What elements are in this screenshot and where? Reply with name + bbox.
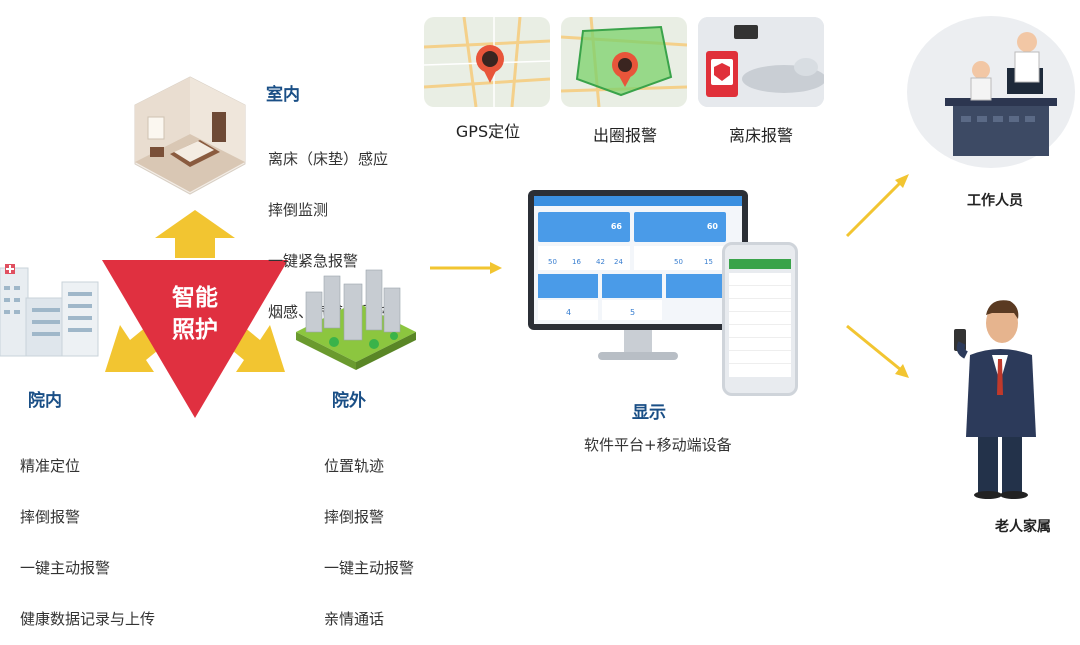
- outdoor-title: 院外: [332, 391, 366, 411]
- arrow-to-display: [430, 262, 502, 274]
- dashboard-stat: 4: [566, 308, 572, 317]
- bed-exit-image: [698, 17, 824, 107]
- dashboard-screen: 66 60 50 16 42 24 50 15 4 5: [534, 196, 742, 324]
- indoor-item: 一键紧急报警: [268, 252, 359, 270]
- geofence-map-image: [561, 17, 687, 107]
- outdoor-item: 位置轨迹: [324, 457, 385, 475]
- center-diagram: [102, 210, 288, 418]
- arrow-to-staff: [845, 174, 909, 238]
- indoor-title: 室内: [266, 85, 300, 105]
- outdoor-item: 一键主动报警: [324, 559, 415, 577]
- hospital-item: 精准定位: [20, 457, 81, 475]
- hospital-item: 健康数据记录与上传: [20, 610, 156, 628]
- dashboard-stat: 16: [572, 258, 581, 266]
- hospital-building-image: [0, 264, 99, 357]
- gps-map-image: [424, 17, 550, 107]
- outdoor-item: 摔倒报警: [324, 508, 385, 526]
- arrow-to-family: [846, 324, 909, 378]
- family-member-image: [954, 300, 1036, 499]
- hospital-title: 院内: [28, 391, 62, 411]
- dashboard-monitor: 66 60 50 16 42 24 50 15 4 5: [528, 190, 748, 368]
- indoor-item: 离床（床垫）感应: [268, 150, 389, 168]
- feature-gps-label: GPS定位: [455, 122, 521, 141]
- feature-bed-exit-label: 离床报警: [728, 126, 793, 145]
- dashboard-stat: 50: [674, 258, 683, 266]
- staff-image: [907, 16, 1075, 168]
- indoor-room-image: [134, 76, 246, 195]
- center-title-line1: 智能: [172, 285, 218, 311]
- arrow-up: [155, 210, 235, 258]
- outdoor-list: 位置轨迹 摔倒报警 一键主动报警 亲情通话: [324, 424, 414, 645]
- role-family-label: 老人家属: [995, 519, 1051, 535]
- center-title: 智能 照护: [140, 282, 250, 346]
- hospital-item: 摔倒报警: [20, 508, 81, 526]
- dashboard-stat: 5: [630, 308, 636, 317]
- role-staff-label: 工作人员: [967, 193, 1023, 209]
- hospital-list: 精准定位 摔倒报警 一键主动报警 健康数据记录与上传: [20, 424, 155, 645]
- dashboard-stat: 50: [548, 258, 557, 266]
- dashboard-stat: 60: [706, 222, 718, 231]
- mobile-phone: [722, 242, 798, 396]
- hospital-item: 一键主动报警: [20, 559, 111, 577]
- dashboard-stat: 24: [614, 258, 623, 266]
- smart-care-triangle: [102, 260, 288, 418]
- feature-geofence-label: 出圈报警: [592, 126, 657, 145]
- dashboard-stat: 15: [704, 258, 713, 266]
- outdoor-city-image: [296, 269, 416, 370]
- center-title-line2: 照护: [172, 317, 218, 343]
- indoor-item: 摔倒监测: [268, 201, 329, 219]
- display-title: 显示: [632, 403, 666, 423]
- display-subtitle: 软件平台+移动端设备: [584, 436, 732, 454]
- dashboard-stat: 66: [610, 222, 622, 231]
- outdoor-item: 亲情通话: [324, 610, 385, 628]
- dashboard-stat: 42: [596, 258, 605, 266]
